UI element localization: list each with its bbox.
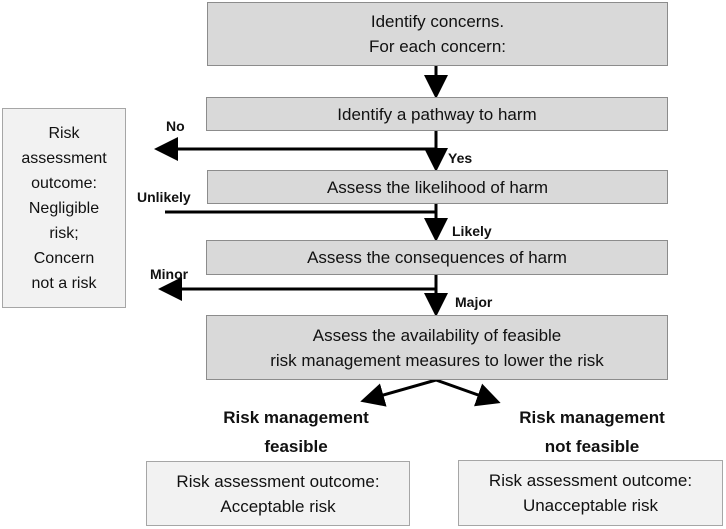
negligible-line: Concern <box>33 249 95 267</box>
not-feasible-line1: Risk management <box>519 408 665 427</box>
not-feasible-branch-label: Risk management not feasible <box>502 403 682 461</box>
identify-concerns-line1: Identify concerns. <box>370 12 505 31</box>
acceptable-outcome-box: Risk assessment outcome: Acceptable risk <box>146 461 410 526</box>
negligible-line: risk; <box>49 224 79 242</box>
pathway-text: Identify a pathway to harm <box>337 104 537 124</box>
negligible-line: not a risk <box>31 274 97 292</box>
unacceptable-outcome-box: Risk assessment outcome: Unacceptable ri… <box>458 460 723 526</box>
feasible-branch-label: Risk management feasible <box>206 403 386 461</box>
likelihood-text: Assess the likelihood of harm <box>326 177 549 197</box>
no-label: No <box>166 118 185 134</box>
negligible-line: Negligible <box>28 199 100 217</box>
arrow-to-feasible <box>360 378 437 407</box>
major-label: Major <box>455 294 493 310</box>
identify-concerns-line2: For each concern: <box>368 37 506 56</box>
negligible-outcome-box: Risk assessment outcome: Negligible risk… <box>2 108 126 308</box>
acceptable-line1: Risk assessment outcome: <box>176 471 380 491</box>
minor-label: Minor <box>150 266 189 282</box>
pathway-box: Identify a pathway to harm <box>206 97 668 131</box>
availability-line1: Assess the availability of feasible <box>312 325 562 345</box>
negligible-line: outcome: <box>31 174 97 192</box>
likelihood-box: Assess the likelihood of harm <box>207 170 668 204</box>
arrow-to-not-feasible <box>435 378 501 407</box>
likely-label: Likely <box>452 223 492 239</box>
identify-concerns-box: Identify concerns. For each concern: <box>207 2 668 66</box>
unacceptable-line1: Risk assessment outcome: <box>488 471 693 490</box>
availability-line2: risk management measures to lower the ri… <box>270 350 604 370</box>
feasible-line2: feasible <box>264 437 328 456</box>
consequences-box: Assess the consequences of harm <box>206 240 668 275</box>
unacceptable-line2: Unacceptable risk <box>522 496 659 515</box>
unlikely-label: Unlikely <box>137 189 191 205</box>
acceptable-line2: Acceptable risk <box>220 496 336 516</box>
consequences-text: Assess the consequences of harm <box>307 248 567 267</box>
availability-box: Assess the availability of feasible risk… <box>206 315 668 380</box>
yes-label: Yes <box>448 150 473 166</box>
not-feasible-line2: not feasible <box>544 437 640 456</box>
feasible-line1: Risk management <box>223 408 369 427</box>
negligible-line: assessment <box>21 149 107 167</box>
negligible-line: Risk <box>48 124 80 142</box>
